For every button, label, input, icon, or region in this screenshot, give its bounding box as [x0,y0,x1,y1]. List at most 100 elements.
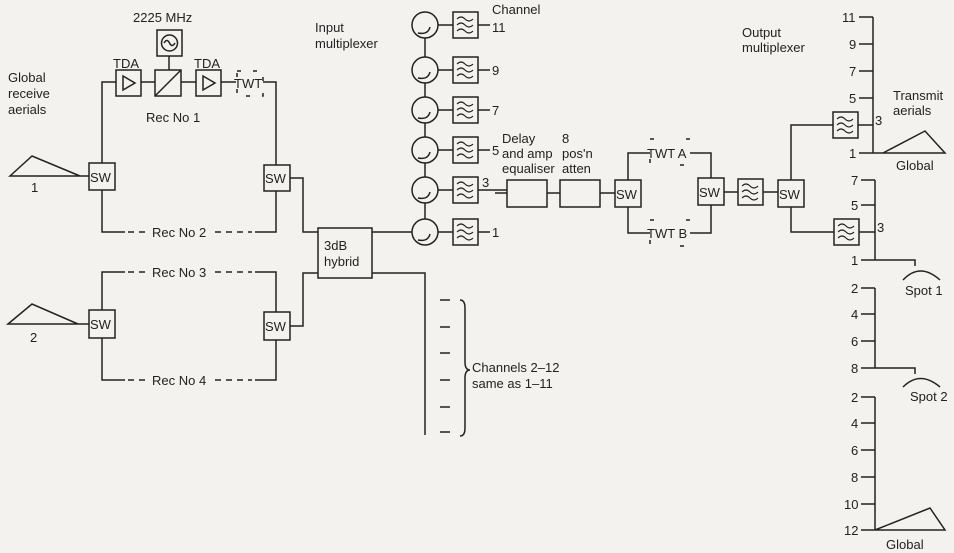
sine-icon [163,39,176,47]
filter-wave [741,195,759,201]
output-filters [737,111,860,246]
circulator-arrow [417,233,431,242]
bus-channel-label: 4 [851,416,858,431]
rec1-path [101,81,277,165]
filter-wave [456,22,474,28]
global-label: Global [896,158,934,173]
circulator-arrow [417,151,431,160]
transmit-label: aerials [893,103,932,118]
circulator-icon [411,96,439,124]
filter-wave [837,223,855,229]
filter-wave [837,235,855,241]
rec4-path [101,338,277,381]
bus-channel-label: 10 [844,497,858,512]
delay-eq-label: Delay [502,131,536,146]
switch-box [697,177,725,206]
filter-wave [456,73,474,79]
switch-box [614,179,642,208]
filter-wave [836,122,854,128]
circulator-icon [411,11,439,39]
input-channel-label: 9 [492,63,499,78]
spot1-aerial-icon [875,259,941,281]
filter-wave [456,153,474,159]
twt-rec1 [236,70,264,97]
bus-channel-label: 11 [842,10,856,25]
amplifier-icon [202,74,217,92]
rec3-label: Rec No 3 [152,265,206,280]
filter-wave [456,187,474,193]
output-mux-label: Output [742,25,781,40]
input-channel-label: 5 [492,143,499,158]
other-channel-stubs [440,299,450,433]
brace-icon [459,299,471,437]
filter-wave [741,189,759,195]
atten-label: atten [562,161,591,176]
rec1-label: Rec No 1 [146,110,200,125]
aerial-2-label: 2 [30,330,37,345]
filter-wave [456,193,474,199]
circulator-icon [411,218,439,246]
switch-label: SW [90,170,112,185]
bus-channel-label: 1 [849,146,856,161]
label-line: receive [8,86,50,101]
filter-wave [837,229,855,235]
rec2-path [101,190,277,233]
spot1-label: Spot 1 [905,283,943,298]
twt-b-label: TWT B [647,226,687,241]
switch-label: SW [779,187,801,202]
switch-box [88,309,116,339]
rec4-label: Rec No 4 [152,373,206,388]
atten-label: 8 [562,131,569,146]
channel-label: Channel [492,2,541,17]
label-line: aerials [8,102,47,117]
circulator-icon [411,136,439,164]
receive-aerial-2-icon [5,303,89,325]
bus-channel-label: 12 [844,523,858,538]
bus-channel-label: 5 [849,91,856,106]
circulator-icon [411,56,439,84]
channels-note: Channels 2–12 [472,360,559,375]
filter-wave [456,223,474,229]
input-channel-label: 7 [492,103,499,118]
switch-box [88,162,116,191]
switch-label: SW [90,317,112,332]
filter-wave [456,101,474,107]
switch-box [777,179,805,208]
global-receive-label: Global receive aerials [8,70,50,117]
rec2-label: Rec No 2 [152,225,206,240]
bus-channel-label: 5 [851,198,858,213]
bus-channel-label: 8 [851,361,858,376]
input-mux-label: Input [315,20,344,35]
filter-wave [456,147,474,153]
switch-box [263,164,291,192]
switch-box [263,311,291,341]
spot2-aerial-icon [875,367,941,388]
tda-label: TDA [194,56,220,71]
input-channel-label: 11 [492,20,506,35]
switch-label: SW [265,171,287,186]
filter-wave [456,141,474,147]
filter-wave [836,116,854,122]
bus-channel-label: 2 [851,281,858,296]
tda-amplifier-2 [195,69,222,97]
hybrid-outputs [372,231,426,435]
bus-channel-label: 4 [851,307,858,322]
input-channel-label: 3 [482,175,489,190]
receive-aerial-1-icon [8,155,89,177]
input-channel-label: 1 [492,225,499,240]
delay-amp-equaliser [506,179,548,208]
atten-label: pos'n [562,146,593,161]
filter-wave [456,235,474,241]
twt-label: TWT [234,76,262,91]
oscillator-circle [160,34,179,52]
switch-label: SW [699,185,721,200]
twt-a-label: TWT A [647,146,687,161]
hybrid-label: 3dB [324,238,347,253]
filter-wave [456,61,474,67]
aerial-1-label: 1 [31,180,38,195]
bus-channel-label: 6 [851,443,858,458]
osc-freq-label: 2225 MHz [133,10,192,25]
global-bottom-aerial-icon [874,507,947,531]
